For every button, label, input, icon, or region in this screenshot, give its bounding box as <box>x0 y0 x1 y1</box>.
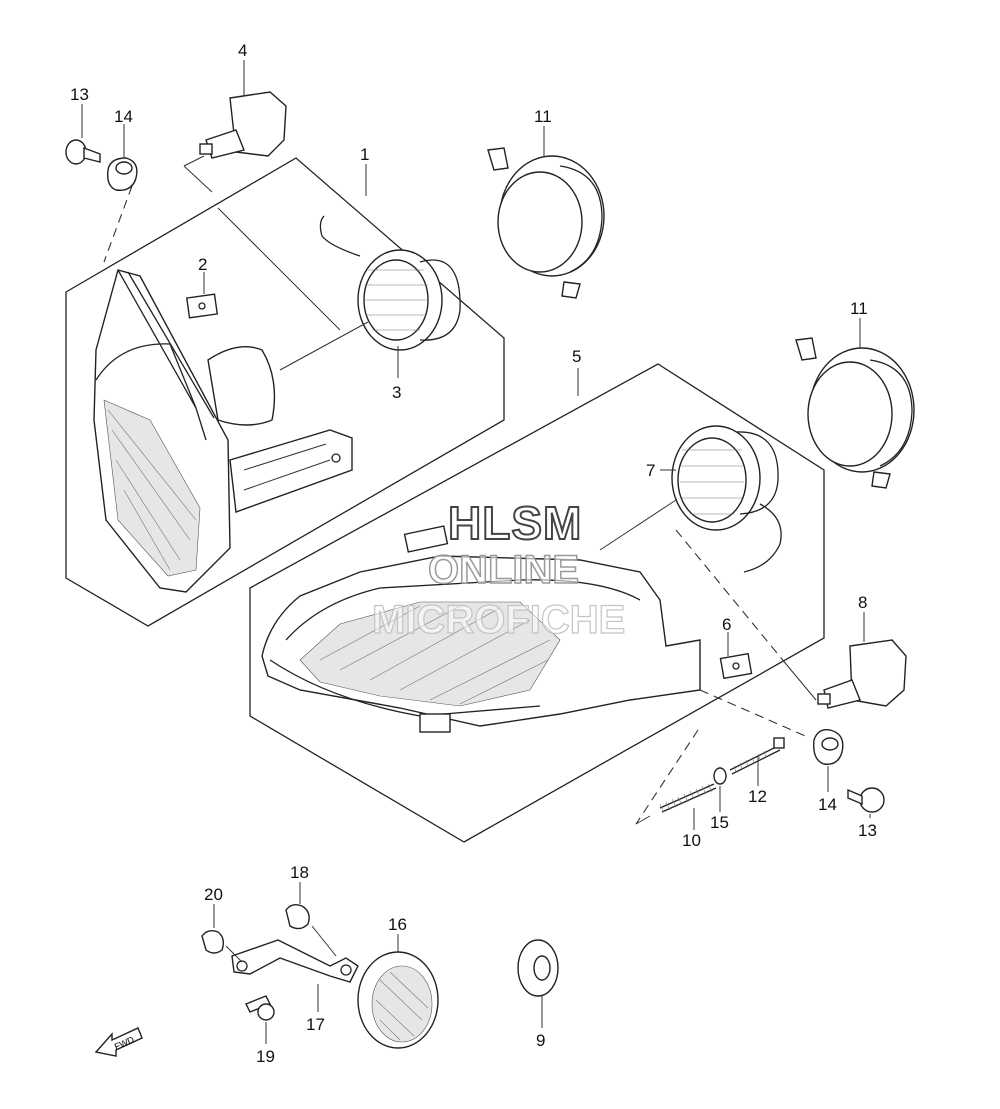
part-label-11-right: 11 <box>850 299 868 318</box>
part-label-11-top: 11 <box>534 107 552 126</box>
headlamp-right-assembly <box>249 363 825 843</box>
part-label-4: 4 <box>238 41 247 60</box>
fwd-label: FWD <box>113 1034 136 1052</box>
forward-direction-arrow: FWD <box>94 1027 143 1057</box>
reflector-bracket-hardware <box>201 882 359 1044</box>
part-label-17: 17 <box>306 1015 325 1034</box>
part-label-7: 7 <box>646 461 655 480</box>
part-label-5: 5 <box>572 347 581 366</box>
part-label-12: 12 <box>748 787 767 806</box>
part-label-14-top: 14 <box>114 107 133 126</box>
part-label-20: 20 <box>204 885 223 904</box>
screw-and-grommet-top <box>65 104 138 191</box>
part-label-2: 2 <box>198 255 207 274</box>
retaining-ring-top <box>487 126 605 299</box>
part-label-19: 19 <box>256 1047 275 1066</box>
bulb-h4-right <box>785 612 907 709</box>
part-label-15: 15 <box>710 813 729 832</box>
reflector <box>357 934 439 1049</box>
part-label-14-right: 14 <box>818 795 837 814</box>
part-label-18: 18 <box>290 863 309 882</box>
headlamp-left-assembly <box>65 157 505 627</box>
part-label-10: 10 <box>682 831 701 850</box>
part-label-13-right: 13 <box>858 821 877 840</box>
watermark-online: ONLINE <box>427 547 580 593</box>
part-number-labels: 1 2 3 4 5 6 7 8 9 10 11 11 12 13 13 14 1… <box>70 41 877 1066</box>
washer <box>517 939 559 1028</box>
watermark-hlsm: HLSM <box>447 496 583 550</box>
bulb-h4-top <box>183 60 287 167</box>
adjuster-hardware <box>659 729 885 830</box>
retaining-ring-right <box>795 318 915 489</box>
part-label-9: 9 <box>536 1031 545 1050</box>
part-label-3: 3 <box>392 383 401 402</box>
part-label-1: 1 <box>360 145 369 164</box>
watermark-microfiche: MICROFICHE <box>371 597 626 642</box>
part-label-16: 16 <box>388 915 407 934</box>
part-label-6: 6 <box>722 615 731 634</box>
part-label-8: 8 <box>858 593 867 612</box>
part-label-13-top: 13 <box>70 85 89 104</box>
